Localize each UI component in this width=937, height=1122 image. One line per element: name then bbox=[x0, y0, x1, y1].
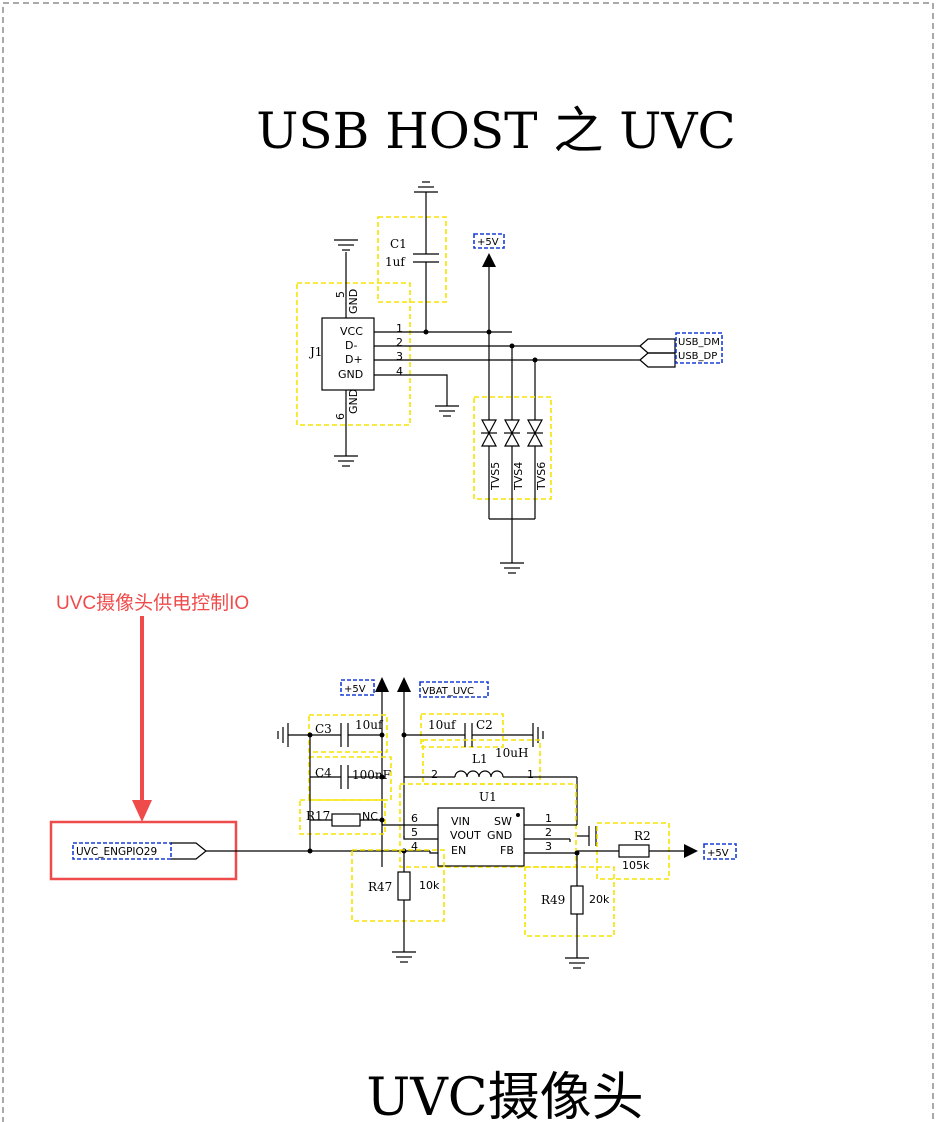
tvs-diodes bbox=[480, 419, 544, 447]
j1-highlight bbox=[296, 282, 411, 426]
tvs5-label: TVS5 bbox=[489, 462, 502, 491]
c4-val: 100nF bbox=[352, 768, 391, 782]
u1-ref: U1 bbox=[479, 790, 497, 804]
r47-highlight bbox=[351, 849, 445, 922]
tvs4-label: TVS4 bbox=[512, 462, 525, 491]
l1-val: 10uH bbox=[495, 746, 528, 760]
annotation-arrow bbox=[132, 800, 152, 822]
c1-val: 1uf bbox=[385, 255, 406, 269]
l1-ref: L1 bbox=[472, 752, 488, 766]
c4-highlight bbox=[308, 756, 392, 801]
j1-num-2: 2 bbox=[396, 336, 403, 349]
out-5v-box bbox=[703, 843, 737, 860]
c4-ref: C4 bbox=[315, 766, 332, 780]
l1-pin1: 1 bbox=[527, 768, 534, 781]
ctrl-net-label: UVC_ENGPIO29 bbox=[76, 846, 157, 858]
j1-pin-dp: D+ bbox=[345, 353, 363, 366]
u1-vout: VOUT bbox=[450, 829, 481, 842]
j1-ref: J1 bbox=[308, 345, 322, 359]
pwr-5v-label: +5V bbox=[344, 684, 366, 695]
c2-val: 10uf bbox=[428, 718, 457, 732]
usb-section: J1 VCC D- D+ GND 5 GND 6 GND 1 2 3 4 C1 … bbox=[296, 181, 723, 574]
top-title: USB HOST 之 UVC bbox=[256, 102, 736, 160]
u1-num-6: 6 bbox=[411, 812, 418, 825]
annotation-text: UVC摄像头供电控制IO bbox=[56, 592, 249, 614]
r2-val: 105k bbox=[622, 859, 650, 872]
net-usb-dp: USB_DP bbox=[678, 351, 717, 362]
j1-pin5-label: GND bbox=[347, 289, 360, 314]
r49-val: 20k bbox=[589, 893, 610, 906]
u1-fb: FB bbox=[500, 844, 514, 857]
j1-num-1: 1 bbox=[396, 322, 403, 335]
u1-vin: VIN bbox=[451, 815, 470, 828]
u1-en: EN bbox=[451, 844, 466, 857]
j1-num-4: 4 bbox=[396, 365, 403, 378]
u1-body bbox=[437, 807, 525, 867]
j1-pin6-num: 6 bbox=[334, 413, 347, 420]
u1-gnd: GND bbox=[487, 829, 512, 842]
c2-highlight bbox=[420, 713, 504, 748]
c1-highlight bbox=[377, 216, 447, 303]
r2-ref: R2 bbox=[634, 829, 651, 843]
c1-ref: C1 bbox=[390, 237, 407, 251]
u1-num-5: 5 bbox=[411, 826, 418, 839]
j1-pin-dm: D- bbox=[345, 339, 357, 352]
c2-ref: C2 bbox=[476, 718, 493, 732]
vbat-box bbox=[419, 681, 489, 698]
net-usb-dm: USB_DM bbox=[678, 337, 720, 348]
usb-net-box bbox=[675, 332, 723, 364]
r49-highlight bbox=[524, 866, 615, 937]
tvs6-label: TVS6 bbox=[535, 462, 548, 491]
j1-num-3: 3 bbox=[396, 350, 403, 363]
c3-ref: C3 bbox=[315, 722, 332, 736]
j1-pin6-label: GND bbox=[347, 389, 360, 414]
r47-ref: R47 bbox=[368, 880, 392, 894]
u1-num-4: 4 bbox=[411, 840, 418, 853]
c3-val: 10uf bbox=[355, 718, 384, 732]
r47-val: 10k bbox=[419, 879, 440, 892]
j1-pin-vcc: VCC bbox=[340, 325, 363, 338]
usb-5v-box bbox=[473, 233, 505, 249]
vbat-label: VBAT_UVC bbox=[422, 686, 474, 697]
u1-num-3: 3 bbox=[545, 840, 552, 853]
r17-val: NC bbox=[362, 810, 378, 823]
ctrl-net-box bbox=[72, 842, 172, 860]
out-5v-label: +5V bbox=[707, 848, 729, 859]
r49-ref: R49 bbox=[541, 893, 565, 907]
j1-pin5-num: 5 bbox=[334, 291, 347, 298]
bottom-title: UVC摄像头 bbox=[366, 1068, 643, 1122]
usb-5v-label: +5V bbox=[477, 237, 499, 248]
l1-pin2: 2 bbox=[431, 768, 438, 781]
power-section: UVC摄像头供电控制IO UVC_ENGPIO29 +5V VBAT_UVC C… bbox=[49, 592, 737, 969]
r17-ref: R17 bbox=[306, 809, 330, 823]
u1-sw: SW bbox=[494, 815, 512, 828]
j1-body bbox=[321, 317, 375, 391]
u1-num-2: 2 bbox=[545, 826, 552, 839]
u1-num-1: 1 bbox=[545, 812, 552, 825]
j1-pin-gnd: GND bbox=[338, 368, 363, 381]
r17-highlight bbox=[299, 799, 386, 835]
